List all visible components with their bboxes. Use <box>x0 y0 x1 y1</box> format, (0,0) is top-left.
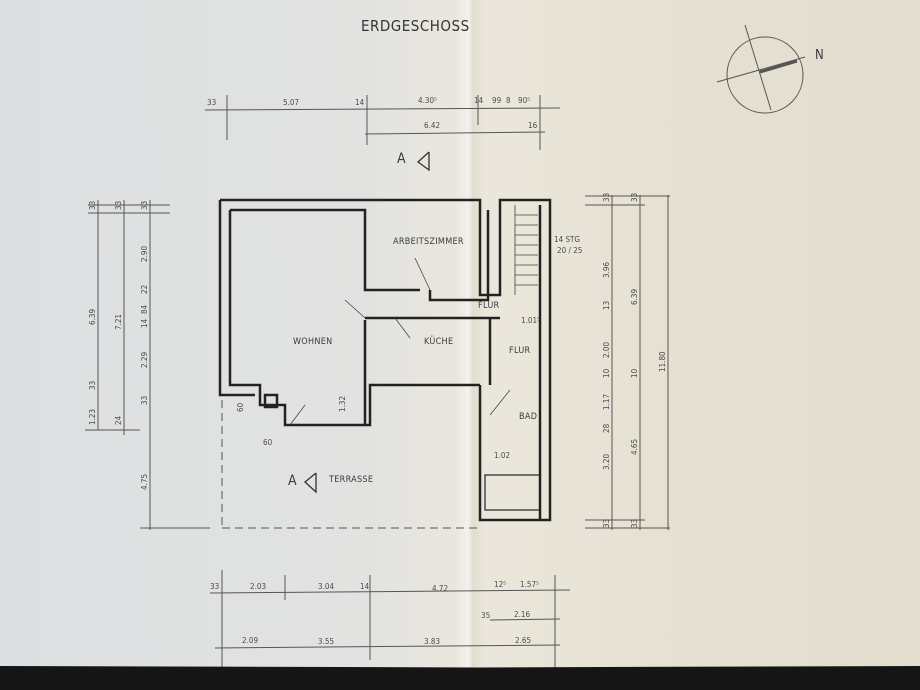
room-flur-upper: FLUR <box>478 301 500 311</box>
dim-bot3-209: 2.09 <box>242 636 259 645</box>
room-terrasse: TERRASSE <box>329 475 374 485</box>
dim-right2-465: 4.65 <box>630 438 639 455</box>
dim-right1-28: 28 <box>602 423 611 433</box>
dim-right1-10: 10 <box>602 368 611 378</box>
dim-left3-84: 84 <box>140 304 149 314</box>
dim-chimney-b: 60 <box>263 438 273 447</box>
dim-left1-123: 1.23 <box>88 408 97 425</box>
dim-bad-width: 1.02 <box>494 451 511 460</box>
dim-top-642: 6.42 <box>424 121 441 130</box>
dim-top-8: 8 <box>506 96 511 105</box>
dim-bot1-1575: 1.57⁵ <box>520 580 539 589</box>
paper-fold <box>455 0 485 690</box>
room-arbeitszimmer: ARBEITSZIMMER <box>393 237 464 247</box>
dim-left2-721: 7.21 <box>114 313 123 330</box>
dim-bot3-355: 3.55 <box>318 637 335 646</box>
table-edge-shadow <box>0 666 920 690</box>
dim-top-16: 16 <box>528 121 538 130</box>
stairs-ratio: 20 / 25 <box>557 246 583 255</box>
section-marker-top: A <box>397 151 406 167</box>
dim-right2-33: 33 <box>630 192 639 202</box>
room-kueche: KÜCHE <box>424 337 454 347</box>
dim-top-99: 99 <box>492 96 502 105</box>
dim-left3-290: 2.90 <box>140 245 149 262</box>
dim-bot1-14: 14 <box>360 582 370 591</box>
plan-title: ERDGESCHOSS <box>361 17 470 35</box>
dim-left3-33: 33 <box>140 200 149 210</box>
dim-right1-200: 2.00 <box>602 341 611 358</box>
dim-left1-33: 33 <box>88 200 97 210</box>
dim-bot1-125: 12⁵ <box>494 580 507 589</box>
dim-right1-320: 3.20 <box>602 453 611 470</box>
dim-bot2-35: 35 <box>481 611 491 620</box>
dim-top-507: 5.07 <box>283 98 300 107</box>
dim-right2-33b: 33 <box>630 518 639 528</box>
dim-left3-33b: 33 <box>140 395 149 405</box>
dim-top-14b: 14 <box>474 96 484 105</box>
dim-right1-33b: 33 <box>602 518 611 528</box>
dim-wohnen-depth: 1.32 <box>338 395 347 412</box>
dim-right2-639: 6.39 <box>630 288 639 305</box>
dim-bot1-33: 33 <box>210 582 220 591</box>
dim-top-4305: 4.30⁵ <box>418 96 437 105</box>
dim-flur-width: 1.01⁵ <box>521 316 540 325</box>
room-flur-lower: FLUR <box>509 346 531 356</box>
stairs-steps: 14 STG <box>554 235 580 244</box>
dim-bot1-203: 2.03 <box>250 582 267 591</box>
dim-chimney-a: 60 <box>236 402 245 412</box>
dim-left1-33b: 33 <box>88 380 97 390</box>
dim-left1-639: 6.39 <box>88 308 97 325</box>
dim-bot3-265: 2.65 <box>515 636 532 645</box>
dim-bot1-472: 4.72 <box>432 584 449 593</box>
dim-left3-229: 2.29 <box>140 351 149 368</box>
dim-left3-14: 14 <box>140 318 149 328</box>
dim-right1-396: 3.96 <box>602 261 611 278</box>
room-bad: BAD <box>519 412 538 422</box>
dim-left3-22: 22 <box>140 284 149 294</box>
dim-top-33: 33 <box>207 98 217 107</box>
dim-bot1-304: 3.04 <box>318 582 335 591</box>
dim-right1-117: 1.17 <box>602 393 611 410</box>
dim-left2-24: 24 <box>114 415 123 425</box>
dim-right-total: 11.80 <box>658 351 667 372</box>
dim-top-14a: 14 <box>355 98 365 107</box>
dim-bot3-383: 3.83 <box>424 637 441 646</box>
dim-left2-33: 33 <box>114 200 123 210</box>
dim-right1-13: 13 <box>602 300 611 310</box>
dim-top-905: 90⁵ <box>518 96 531 105</box>
dim-left3-475: 4.75 <box>140 473 149 490</box>
room-wohnen: WOHNEN <box>293 337 333 347</box>
dim-right2-10: 10 <box>630 368 639 378</box>
dim-bot2-216: 2.16 <box>514 610 531 619</box>
section-marker-bottom: A <box>288 473 297 489</box>
north-label: N <box>815 48 824 63</box>
dim-right1-33: 33 <box>602 192 611 202</box>
